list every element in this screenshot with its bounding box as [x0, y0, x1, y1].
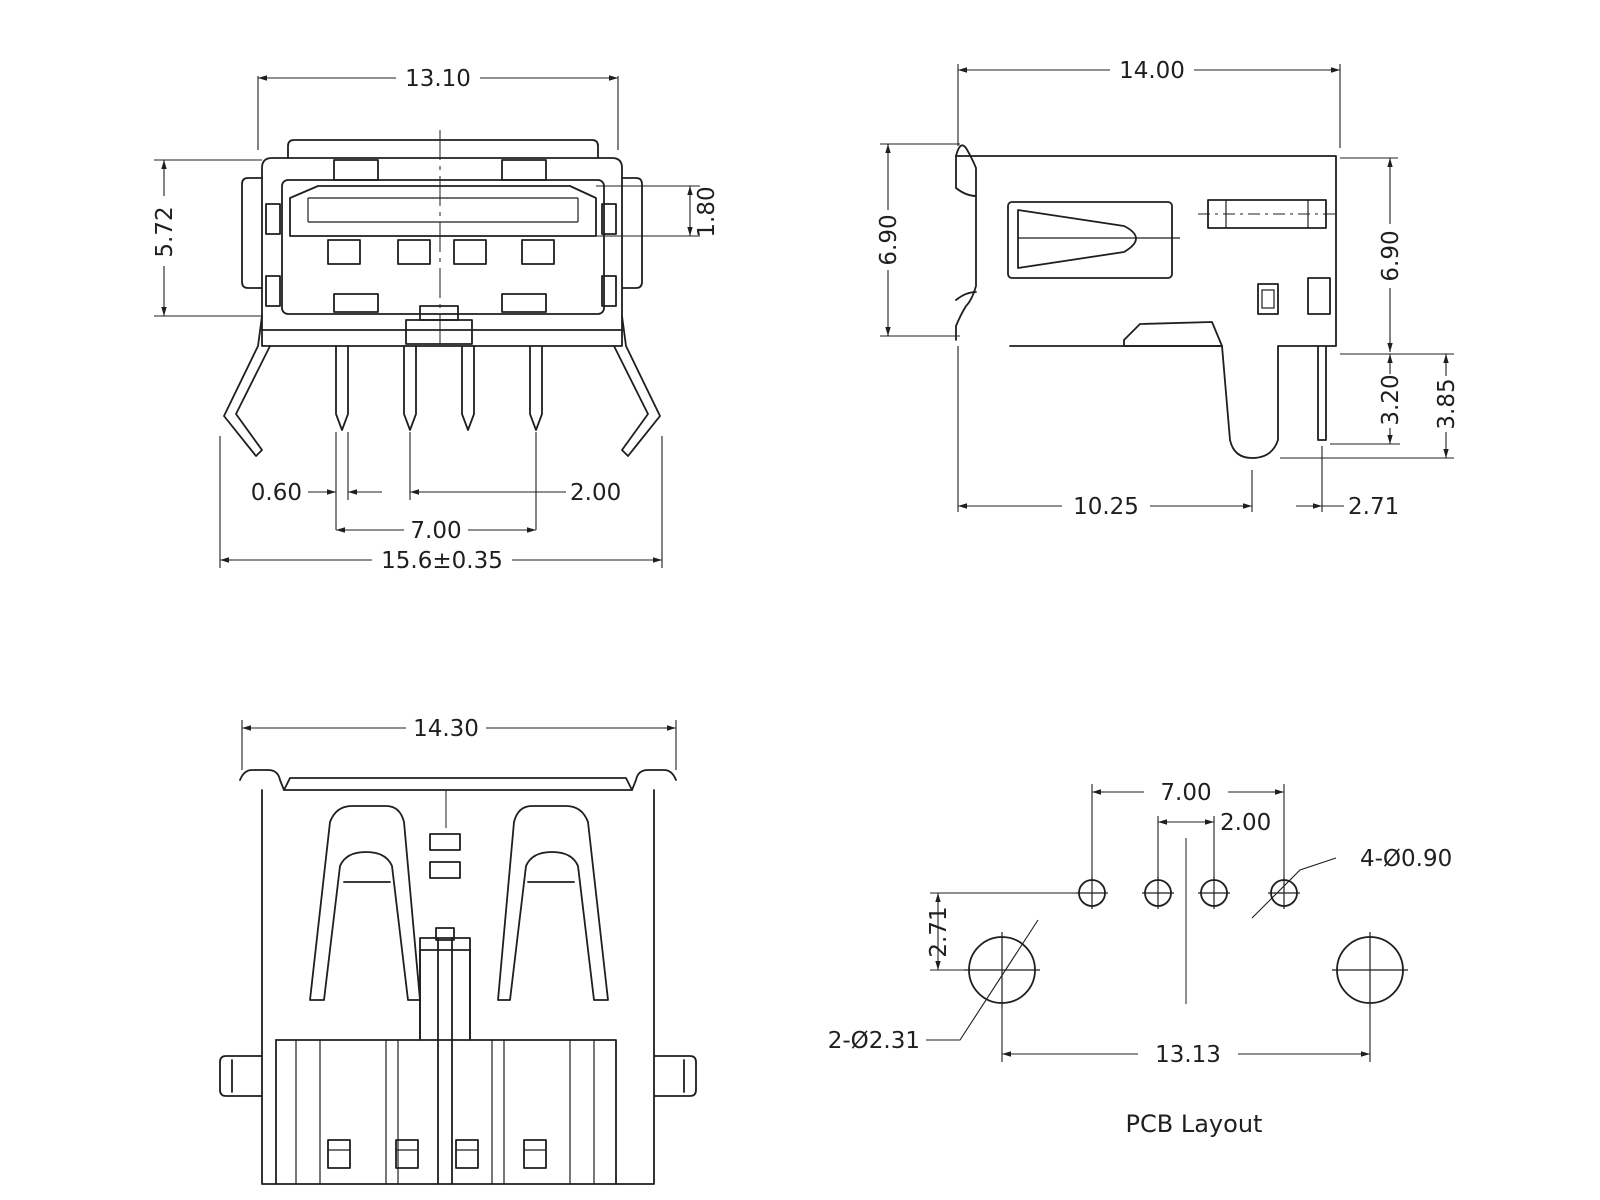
- pcb-layout: PCB Layout: [964, 838, 1408, 1138]
- front-dimensions: 13.10 5.72 1.80 0.60 2.00 7.00 15.6±0.35: [152, 66, 720, 574]
- dim-pin-length: 3.20: [1378, 374, 1404, 425]
- pin-hole: [1142, 877, 1174, 909]
- dim-side-height-right: 6.90: [1378, 230, 1404, 281]
- dim-peg-span: 13.13: [1155, 1042, 1221, 1068]
- peg-hole: [1332, 932, 1408, 1008]
- dim-pin-holes: 4-Ø0.90: [1360, 846, 1452, 872]
- dim-peg-offset: 2.71: [926, 906, 952, 957]
- dim-leg-length: 3.85: [1434, 378, 1460, 429]
- peg-hole: [964, 932, 1040, 1008]
- dim-pcb-pin-pitch: 2.00: [1220, 810, 1271, 836]
- dim-leg-position: 10.25: [1073, 494, 1139, 520]
- dim-side-height-left: 6.90: [876, 214, 902, 265]
- bottom-view: [219, 769, 697, 1185]
- dim-pin-offset: 2.71: [1348, 494, 1399, 520]
- dim-pin-thickness: 0.60: [251, 480, 302, 506]
- dim-pin-pitch: 2.00: [570, 480, 621, 506]
- dim-side-length: 14.00: [1119, 58, 1185, 84]
- pin-hole: [1076, 877, 1108, 909]
- dim-front-height: 5.72: [152, 206, 178, 257]
- dim-peg-holes: 2-Ø2.31: [828, 1028, 920, 1054]
- side-view: [955, 144, 1337, 459]
- bottom-dimensions: 14.30: [241, 716, 677, 770]
- side-dimensions: 14.00 6.90 6.90 3.20 3.85 10.25 2.71: [876, 58, 1460, 520]
- pin-hole: [1268, 877, 1300, 909]
- dim-tongue-height: 1.80: [694, 186, 720, 237]
- dim-bottom-width: 14.30: [413, 716, 479, 742]
- dim-overall-width: 15.6±0.35: [381, 548, 503, 574]
- dim-pcb-pin-span: 7.00: [1160, 780, 1211, 806]
- dim-front-width: 13.10: [405, 66, 471, 92]
- dim-pin-span: 7.00: [410, 518, 461, 544]
- pin-hole: [1198, 877, 1230, 909]
- pcb-title: PCB Layout: [1126, 1110, 1263, 1138]
- front-view: [223, 130, 661, 457]
- pcb-dimensions: 7.00 2.00 4-Ø0.90 2.71 2-Ø2.31 13.13: [828, 780, 1453, 1068]
